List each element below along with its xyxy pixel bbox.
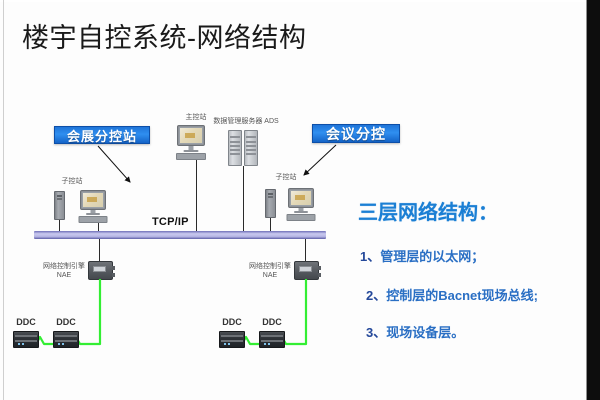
three-layer-item-2: 2、控制层的Bacnet现场总线; [366, 285, 538, 304]
left-border-line [3, 0, 4, 400]
caption-ddc-3: DDC [222, 317, 242, 327]
caption-ddc-1: DDC [16, 317, 36, 327]
ads-server-unit-1 [228, 130, 242, 166]
ddc-unit-1 [13, 331, 39, 348]
caption-sub-station-right: 子控站 [275, 174, 297, 181]
caption-sub-station-left: 子控站 [61, 178, 83, 185]
ddc-unit-4 [259, 331, 285, 348]
wire-right-tower-to-bus [270, 218, 271, 231]
arrow-meeting-to-substation [303, 144, 337, 176]
wire-left-workstation-to-bus [98, 223, 99, 231]
nae-controller-right [294, 261, 321, 280]
sub-station-left-tower [54, 191, 65, 220]
caption-nae-left-line1: 网络控制引擎 [43, 263, 85, 270]
caption-data-server: 数据管理服务器 ADS [213, 118, 279, 125]
three-layer-item-3-text: 现场设备层。 [386, 325, 465, 340]
three-layer-heading: 三层网络结构： [358, 202, 498, 224]
tcpip-backbone-bus [34, 231, 326, 239]
callout-meeting-substation[interactable]: 会议分控 [312, 124, 400, 143]
three-layer-item-1-text: 管理层的以太网； [380, 249, 485, 264]
three-layer-item-2-number: 2、 [366, 288, 387, 303]
top-edge [0, 0, 600, 2]
caption-nae-right-line2: NAE [262, 271, 278, 279]
ads-server-unit-2 [244, 130, 258, 166]
wire-left-tower-to-bus [59, 220, 60, 231]
wire-bus-to-nae-right [305, 239, 306, 267]
ddc-unit-3 [219, 331, 245, 348]
wire-ads-to-bus [243, 166, 244, 231]
right-black-bar [587, 0, 600, 400]
right-border-line [586, 0, 587, 400]
ddc-unit-2 [53, 331, 79, 348]
caption-ddc-2: DDC [56, 317, 76, 327]
caption-main-station: 主控站 [185, 114, 207, 121]
arrow-exhibition-to-substation [97, 145, 131, 183]
page-title: 楼宇自控系统-网络结构 [22, 23, 307, 53]
three-layer-item-3: 3、现场设备层。 [366, 322, 464, 341]
caption-nae-left-line2: NAE [56, 271, 72, 279]
sub-station-right-tower [265, 189, 276, 218]
three-layer-item-1: 1、管理层的以太网； [360, 246, 484, 265]
caption-nae-right: 网络控制引擎 NAE [242, 263, 298, 281]
three-layer-item-2-text: 控制层的Bacnet现场总线; [386, 288, 538, 303]
callout-exhibition-substation[interactable]: 会展分控站 [54, 126, 150, 144]
caption-ddc-4: DDC [262, 317, 282, 327]
wire-bus-to-nae-left [99, 239, 100, 267]
caption-nae-right-line1: 网络控制引擎 [249, 263, 291, 270]
caption-nae-left: 网络控制引擎 NAE [36, 263, 92, 281]
three-layer-item-3-number: 3、 [366, 325, 387, 340]
three-layer-item-1-number: 1、 [360, 249, 381, 264]
nae-controller-left [88, 261, 115, 280]
wire-main-station-to-bus [196, 160, 197, 231]
tcpip-bus-label: TCP/IP [152, 216, 189, 228]
